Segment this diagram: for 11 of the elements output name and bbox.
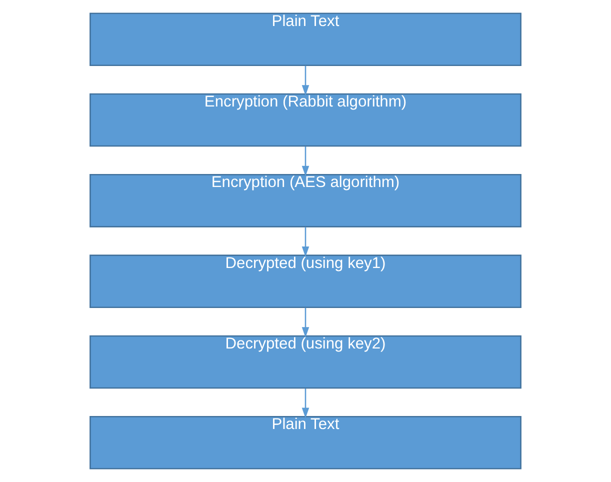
arrow bbox=[302, 227, 310, 257]
node-box: Decrypted (using key2) bbox=[90, 335, 522, 389]
arrow bbox=[302, 66, 310, 96]
arrow bbox=[302, 146, 310, 176]
node-box: Plain Text bbox=[90, 416, 522, 470]
node-box: Decrypted (using key1) bbox=[90, 254, 522, 308]
node-box: Plain Text bbox=[90, 12, 522, 66]
arrow bbox=[302, 388, 310, 418]
node-box: Encryption (Rabbit algorithm) bbox=[90, 93, 522, 147]
arrow bbox=[302, 308, 310, 338]
node-box: Encryption (AES algorithm) bbox=[90, 174, 522, 228]
